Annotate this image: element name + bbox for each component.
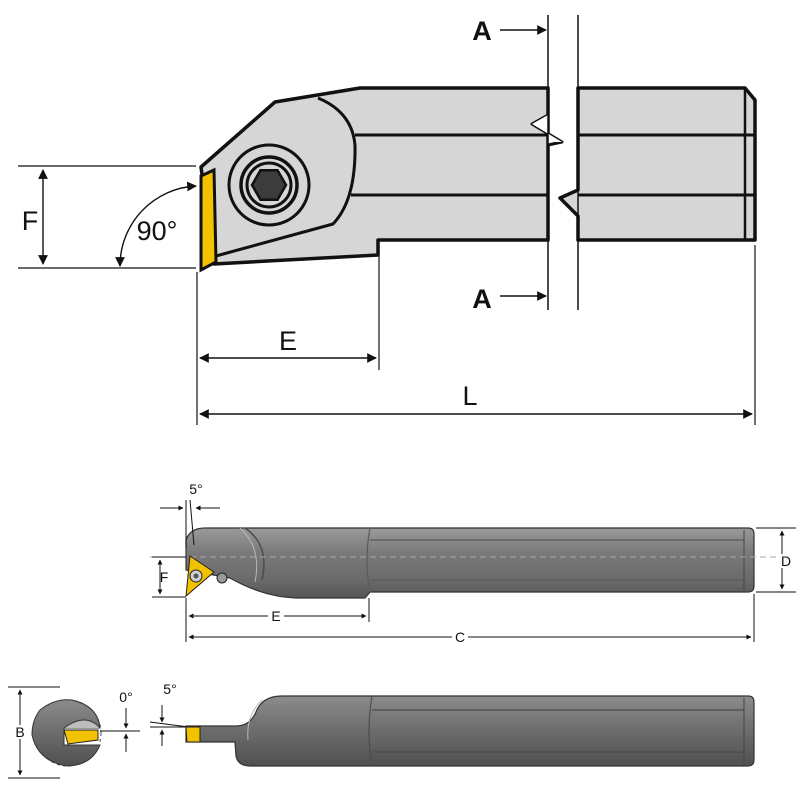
dim-angle-label: 90°: [137, 216, 178, 246]
dim-angle-5-label: 5°: [163, 681, 176, 697]
clamp-outline: [215, 96, 357, 258]
shank-right: [558, 86, 757, 242]
hex-socket-icon: [250, 169, 288, 201]
top-view: F 90° A A E L: [18, 15, 757, 425]
mid-bar: [185, 527, 755, 599]
section-mark-top: A: [472, 16, 492, 46]
dim-e-label: E: [279, 326, 297, 356]
dim-b-label: B: [15, 724, 24, 740]
mid-view: 5° F E C D: [150, 481, 796, 645]
mid-dim-d-label: D: [781, 553, 791, 569]
mid-dim-f-label: F: [160, 569, 169, 585]
mid-dim-c-label: C: [455, 629, 465, 645]
end-section: [31, 699, 101, 767]
dim-angle-0-label: 0°: [119, 689, 132, 705]
bottom-view: B 0° 5°: [8, 681, 755, 779]
bottom-bar: [185, 695, 755, 767]
mid-dim-e-label: E: [271, 608, 280, 624]
mid-dim-angle-label: 5°: [189, 481, 202, 497]
insert-top: [199, 167, 218, 273]
dim-f-label: F: [22, 206, 39, 236]
insert-bottom: [185, 726, 201, 743]
dim-l-label: L: [462, 381, 477, 411]
section-mark-bottom: A: [472, 284, 492, 314]
